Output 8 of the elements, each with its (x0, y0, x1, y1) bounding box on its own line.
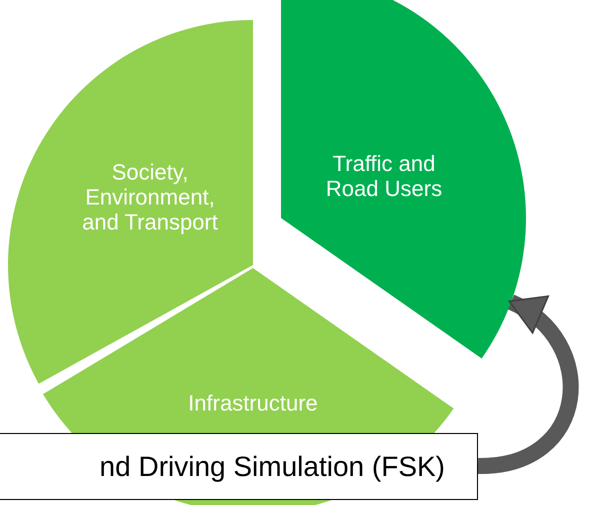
title-box (0, 433, 478, 500)
pie-slice (8, 20, 253, 384)
slice-label: Traffic and Road Users (324, 151, 444, 201)
pie-slice (281, 0, 526, 359)
box-label: nd Driving Simulation (FSK) (100, 450, 445, 482)
slice-label: Society, Environment, and Transport (81, 160, 219, 234)
slice-label: Infrastructure (187, 390, 319, 416)
curved-arrow (477, 295, 578, 474)
